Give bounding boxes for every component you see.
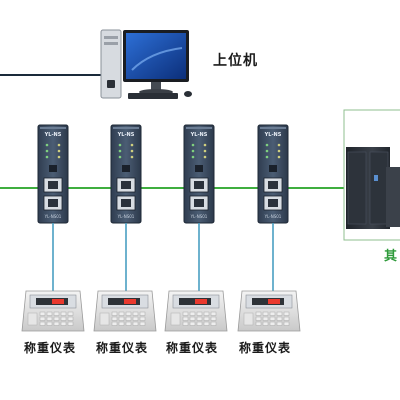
weighing-indicator-icon-2 (93, 290, 157, 332)
scale-label-2: 称重仪表 (96, 341, 149, 355)
host-label: 上位机 (213, 53, 258, 69)
other-device-frame (343, 109, 400, 241)
converter-device-3: YL-NS YL-NS01 (183, 124, 215, 224)
converter-brand-2: YL-NS (117, 132, 135, 138)
weighing-indicator-icon-4 (237, 290, 301, 332)
converter-device-2: YL-NS YL-NS01 (110, 124, 142, 224)
converter-brand-1: YL-NS (44, 132, 62, 138)
weighing-indicator-icon-1 (21, 290, 85, 332)
converter-model-4: YL-NS01 (264, 214, 282, 219)
converter-model-3: YL-NS01 (190, 214, 208, 219)
scale-label-1: 称重仪表 (24, 341, 77, 355)
converter-model-1: YL-NS01 (44, 214, 62, 219)
other-device-label: 其 (384, 249, 398, 264)
converter-model-2: YL-NS01 (117, 214, 135, 219)
scale-label-4: 称重仪表 (239, 341, 292, 355)
converter-device-4: YL-NS YL-NS01 (257, 124, 289, 224)
converter-brand-4: YL-NS (264, 132, 282, 138)
other-device-group (343, 109, 400, 241)
weighing-indicator-icon-3 (164, 290, 228, 332)
converter-brand-3: YL-NS (190, 132, 208, 138)
scale-label-3: 称重仪表 (166, 341, 219, 355)
host-computer-icon (100, 29, 192, 99)
converter-device-1: YL-NS YL-NS01 (37, 124, 69, 224)
